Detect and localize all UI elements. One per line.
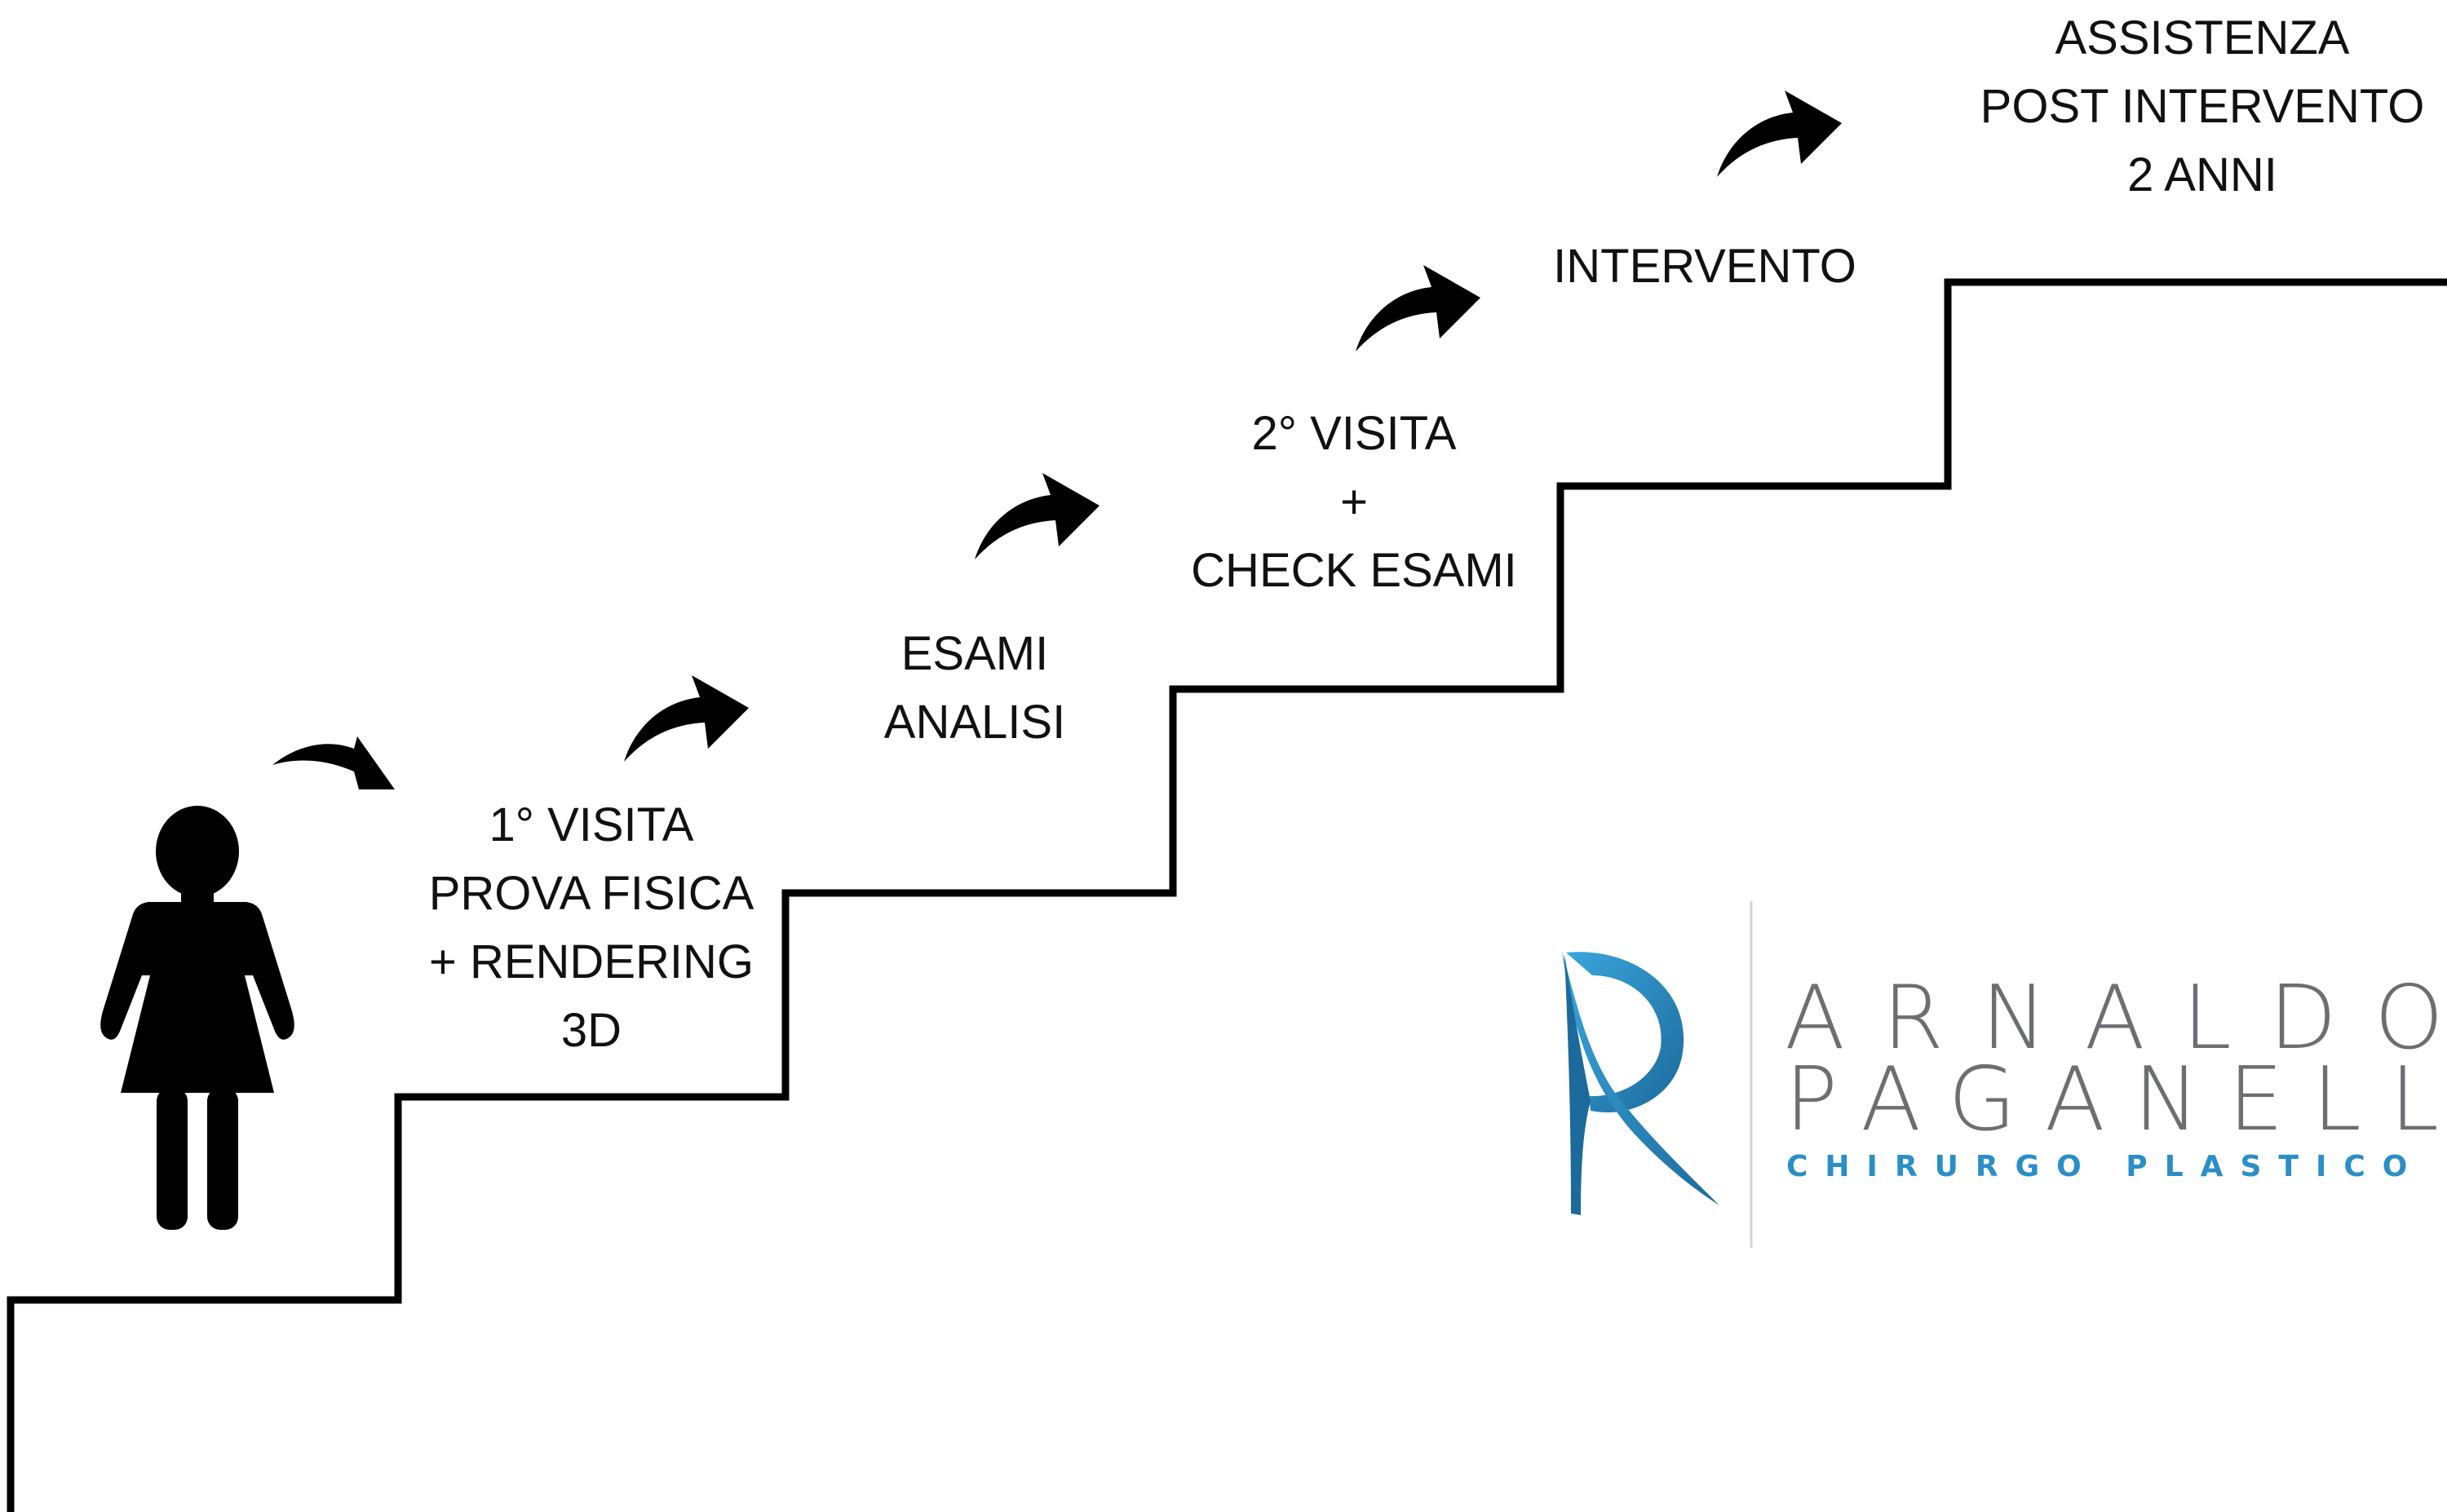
logo-tagline: CHIRURGO PLASTICO: [1786, 1150, 2425, 1183]
logo-name-line-2: PAGANELLI: [1785, 1049, 2447, 1151]
step-2-label: ESAMI ANALISI: [771, 620, 1179, 757]
r-monogram-logo-icon: [1562, 951, 1719, 1215]
arrow-to-step-2: [624, 675, 749, 762]
step-1-line-2: PROVA FISICA: [428, 867, 754, 920]
step-3-line-1: 2° VISITA: [1251, 407, 1457, 460]
step-3-line-2: +: [1340, 475, 1368, 528]
curved-arrow-icon: [975, 473, 1100, 559]
step-3-label: 2° VISITA + CHECK ESAMI: [1142, 400, 1566, 605]
step-5-label: ASSISTENZA POST INTERVENTO 2 ANNI: [1949, 4, 2447, 210]
curved-arrow-icon: [272, 736, 395, 789]
curved-arrow-icon: [1717, 91, 1842, 177]
curved-arrow-icon: [1356, 265, 1480, 351]
step-4-label: INTERVENTO: [1501, 232, 1909, 301]
step-1-line-4: 3D: [560, 1004, 622, 1057]
woman-figure-icon: [100, 806, 294, 1230]
step-1-line-3: + RENDERING: [428, 935, 754, 988]
step-1-line-1: 1° VISITA: [489, 798, 694, 851]
step-5-line-2: POST INTERVENTO: [1980, 80, 2425, 133]
arrow-to-step-4: [1356, 265, 1480, 351]
arrow-to-step-1: [272, 736, 395, 789]
step-3-line-3: CHECK ESAMI: [1191, 544, 1517, 597]
arrow-to-step-5: [1717, 91, 1842, 177]
staircase-line: [7, 278, 2447, 1512]
curved-arrow-icon: [624, 675, 749, 762]
logo-name-line-1: ARNALDO: [1785, 967, 2447, 1069]
arrow-to-step-3: [975, 473, 1100, 559]
step-5-line-3: 2 ANNI: [2127, 148, 2277, 201]
step-1-label: 1° VISITA PROVA FISICA + RENDERING 3D: [375, 791, 808, 1065]
step-2-line-2: ANALISI: [883, 696, 1066, 749]
step-4-line-1: INTERVENTO: [1553, 240, 1856, 293]
step-2-line-1: ESAMI: [900, 627, 1049, 680]
step-5-line-1: ASSISTENZA: [2055, 11, 2350, 64]
